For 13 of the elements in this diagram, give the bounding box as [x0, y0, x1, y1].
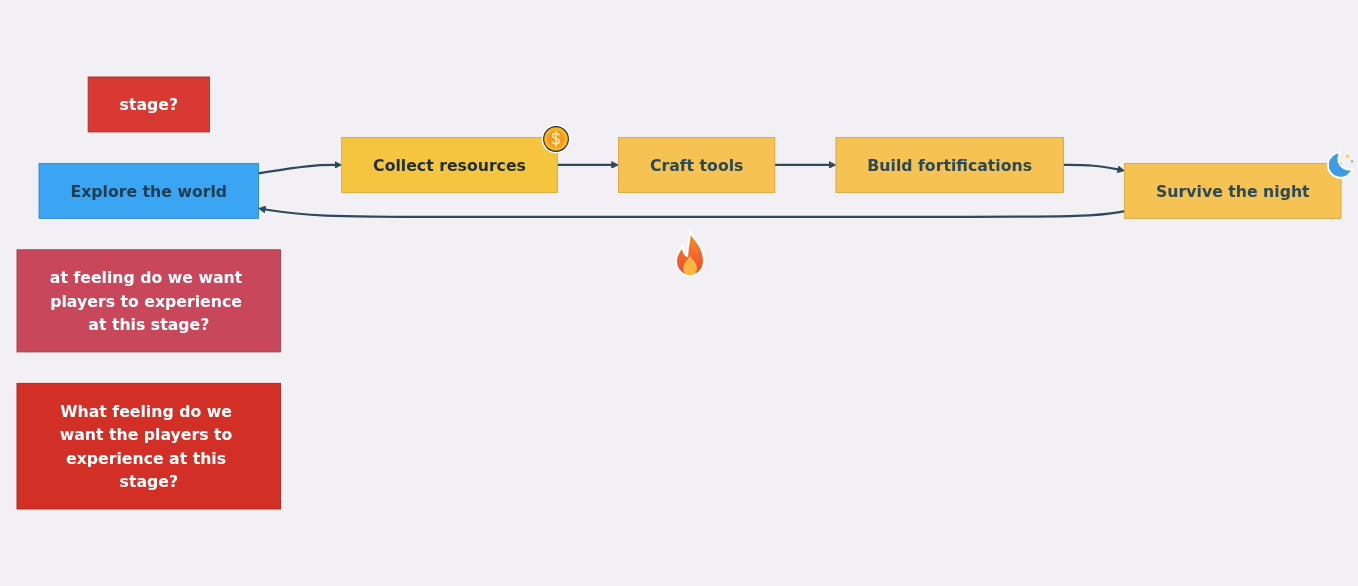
node-box: What feeling do we want the players to experience at this stage?	[16, 382, 281, 510]
node-box: Build fortifications	[835, 137, 1064, 193]
arrow	[258, 161, 343, 175]
node-box: Craft tools	[618, 137, 776, 193]
arrow	[557, 161, 619, 169]
arrow	[1063, 163, 1125, 174]
node-box: stage?	[87, 76, 210, 133]
arrow	[258, 205, 1125, 218]
node-box: at feeling do we want players to experience at this stage?	[16, 249, 281, 353]
arrow	[774, 161, 837, 169]
node-box: Collect resources	[341, 137, 558, 193]
node-box: Survive the night	[1124, 162, 1342, 219]
node-box: Explore the world	[38, 162, 259, 219]
